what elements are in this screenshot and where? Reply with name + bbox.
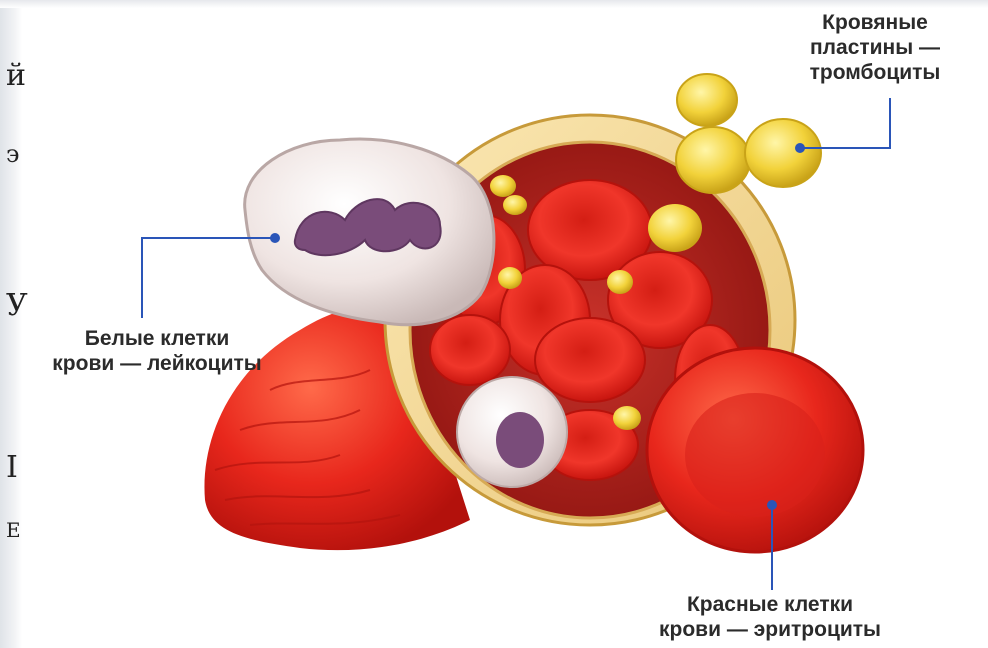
leukocyte [245, 139, 494, 325]
label-white-cells-line1: Белые клетки [22, 326, 292, 351]
label-platelets-line3: тромбоциты [790, 60, 960, 85]
label-red-cells: Красные клетки крови — эритроциты [620, 592, 920, 642]
erythrocyte-large [647, 348, 863, 552]
label-white-cells-line2: крови — лейкоциты [22, 351, 292, 376]
inner-white-cell [457, 377, 567, 487]
platelet-cluster [676, 74, 821, 193]
label-platelets: Кровяные пластины — тромбоциты [790, 10, 960, 85]
label-red-cells-line2: крови — эритроциты [620, 617, 920, 642]
label-red-cells-line1: Красные клетки [620, 592, 920, 617]
label-platelets-line1: Кровяные [790, 10, 960, 35]
label-platelets-line2: пластины — [790, 35, 960, 60]
label-white-cells: Белые клетки крови — лейкоциты [22, 326, 292, 376]
